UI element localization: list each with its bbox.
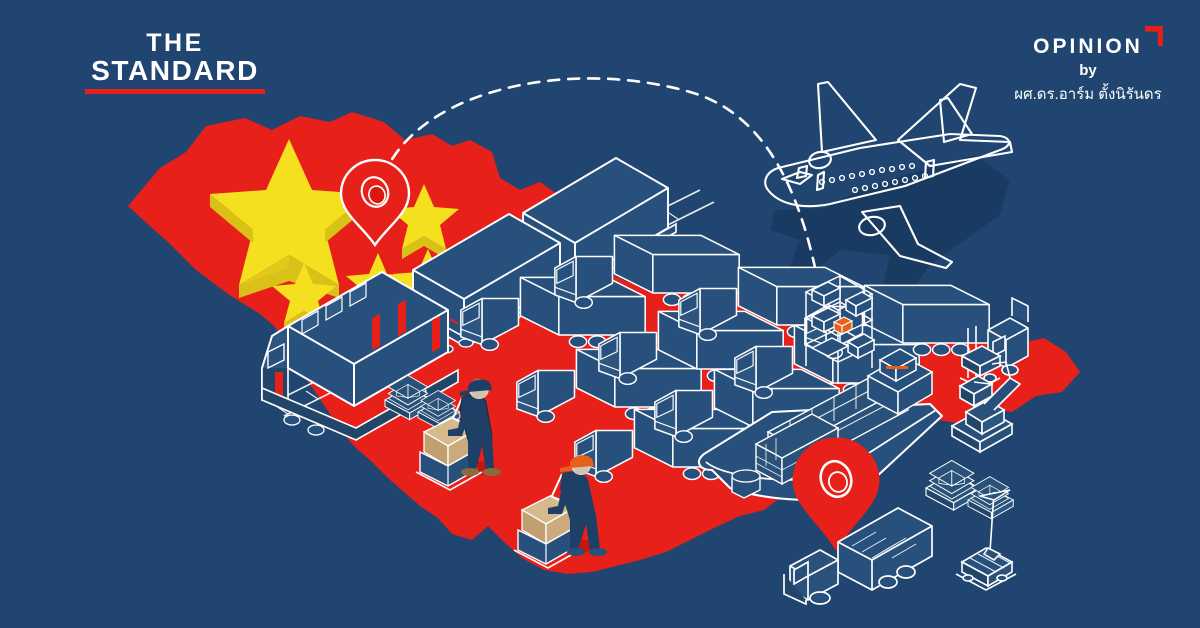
port-crane <box>950 361 1022 454</box>
the-standard-logo[interactable]: THE STANDARD <box>85 31 265 94</box>
opinion-word-row: OPINION <box>1033 26 1163 58</box>
airplane <box>764 80 1014 270</box>
forklift <box>959 296 1029 389</box>
pallet-jack <box>955 489 1017 591</box>
flag-star-small <box>389 184 459 259</box>
opinion-wordmark: OPINION <box>1033 35 1143 58</box>
standard-logo-rule <box>85 89 265 94</box>
opinion-author-name: ผศ.ดร.อาร์ม ตั้งนิรันดร <box>1014 86 1162 103</box>
train-locomotive <box>261 271 459 441</box>
worker-hand-truck <box>513 455 607 569</box>
standard-logo-line2: STANDARD <box>91 55 259 86</box>
dashed-route-arc <box>376 77 838 472</box>
warehouse-rack <box>804 275 876 384</box>
map-pin-origin <box>339 158 411 248</box>
tanker-truck <box>783 507 933 606</box>
opinion-logo-block[interactable]: OPINION by ผศ.ดร.อาร์ม ตั้งนิรันดร <box>998 26 1178 106</box>
opinion-by-label: by <box>1079 62 1097 79</box>
airplane-shadow <box>770 155 1010 300</box>
map-pin-destination <box>792 437 880 551</box>
opinion-corner-icon <box>1144 26 1163 46</box>
worker-hand-truck <box>415 379 501 491</box>
standard-logo-line1: THE <box>146 29 204 57</box>
